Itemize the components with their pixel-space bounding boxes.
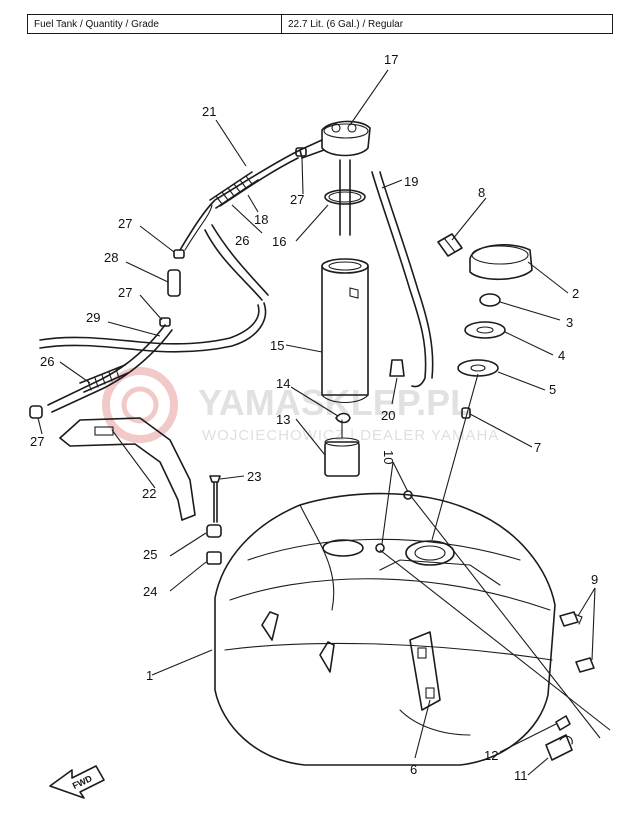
callout-2: 2: [572, 286, 579, 301]
tube-o-ring: [324, 189, 366, 205]
callout-29: 29: [86, 310, 100, 325]
grommet-11: [545, 734, 573, 761]
callout-22: 22: [142, 486, 156, 501]
callout-27-b: 27: [118, 216, 132, 231]
callout-3: 3: [566, 315, 573, 330]
callout-9: 9: [591, 572, 598, 587]
hose-clip-20: [389, 359, 405, 377]
filler-cap-2: [469, 244, 533, 281]
bolt-9-a: [559, 611, 583, 627]
callouts: 17 21 19 27 18 26 16 8 27 28 27 29 2 3 1…: [30, 52, 598, 783]
leader-lines: [37, 69, 611, 776]
callout-27-a: 27: [290, 192, 304, 207]
watermark-logo: [102, 367, 178, 443]
hose-clip-27-end: [29, 405, 43, 419]
callout-5: 5: [549, 382, 556, 397]
fuel-cock-rod: [339, 159, 351, 236]
watermark-sub-text: WOJCIECHOWICZ | DEALER YAMAHA: [202, 427, 499, 444]
collar-24: [206, 551, 222, 565]
fwd-label: FWD: [71, 773, 94, 791]
callout-8: 8: [478, 185, 485, 200]
callout-10: 10: [381, 450, 396, 464]
callout-23: 23: [247, 469, 261, 484]
watermark: YAMASKLEP.PL WOJCIECHOWICZ | DEALER YAMA…: [102, 367, 499, 444]
callout-7: 7: [534, 440, 541, 455]
bolt-23: [209, 475, 221, 523]
hose-clip-27-top: [295, 147, 307, 157]
callout-19: 19: [404, 174, 418, 189]
nut-10-b: [375, 543, 385, 553]
hose-joint-28: [167, 269, 181, 297]
fuel-tank: [214, 492, 556, 766]
hose-clip-27-mid: [173, 249, 185, 259]
callout-4: 4: [558, 348, 565, 363]
callout-27-d: 27: [30, 434, 44, 449]
bolt-9-b: [575, 657, 595, 673]
hose-clip-27-low: [159, 317, 171, 327]
fuel-hose-19: [371, 171, 434, 388]
callout-11: 11: [514, 768, 528, 783]
fuel-level-sender-tube: [321, 258, 369, 404]
cap-gasket-4: [464, 321, 506, 339]
damper-25: [206, 524, 222, 538]
callout-21: 21: [202, 104, 216, 119]
spec-table: Fuel Tank / Quantity / Grade 22.7 Lit. (…: [27, 14, 613, 34]
callout-15: 15: [270, 338, 284, 353]
spec-value: 22.7 Lit. (6 Gal.) / Regular: [288, 18, 404, 30]
callout-27-c: 27: [118, 285, 132, 300]
fwd-arrow-icon: FWD: [49, 765, 105, 799]
callout-25: 25: [143, 547, 157, 562]
callout-18: 18: [254, 212, 268, 227]
vent-hose-29: [39, 302, 267, 353]
protector-26-top: [209, 171, 259, 209]
cap-screw-8: [437, 233, 463, 257]
cap-spring-3: [479, 293, 501, 307]
callout-6: 6: [410, 762, 417, 777]
fuel-cock: [299, 120, 371, 159]
callout-24: 24: [143, 584, 157, 599]
protector-26-lower: [79, 364, 129, 393]
callout-17: 17: [384, 52, 398, 67]
fuel-hose-18: [204, 224, 269, 301]
callout-1: 1: [146, 668, 153, 683]
callout-12: 12: [484, 748, 498, 763]
clip-12: [555, 715, 571, 731]
fuel-filter-clip: [335, 412, 351, 424]
callout-14: 14: [276, 376, 290, 391]
callout-26-a: 26: [235, 233, 249, 248]
callout-13: 13: [276, 412, 290, 427]
callout-16: 16: [272, 234, 286, 249]
spec-label: Fuel Tank / Quantity / Grade: [28, 15, 282, 33]
cap-plate-5: [457, 359, 499, 377]
callout-26-b: 26: [40, 354, 54, 369]
fuel-hose-lower: [47, 324, 173, 413]
callout-20: 20: [381, 408, 395, 423]
callout-28: 28: [104, 250, 118, 265]
watermark-main-text: YAMASKLEP.PL: [198, 382, 472, 423]
